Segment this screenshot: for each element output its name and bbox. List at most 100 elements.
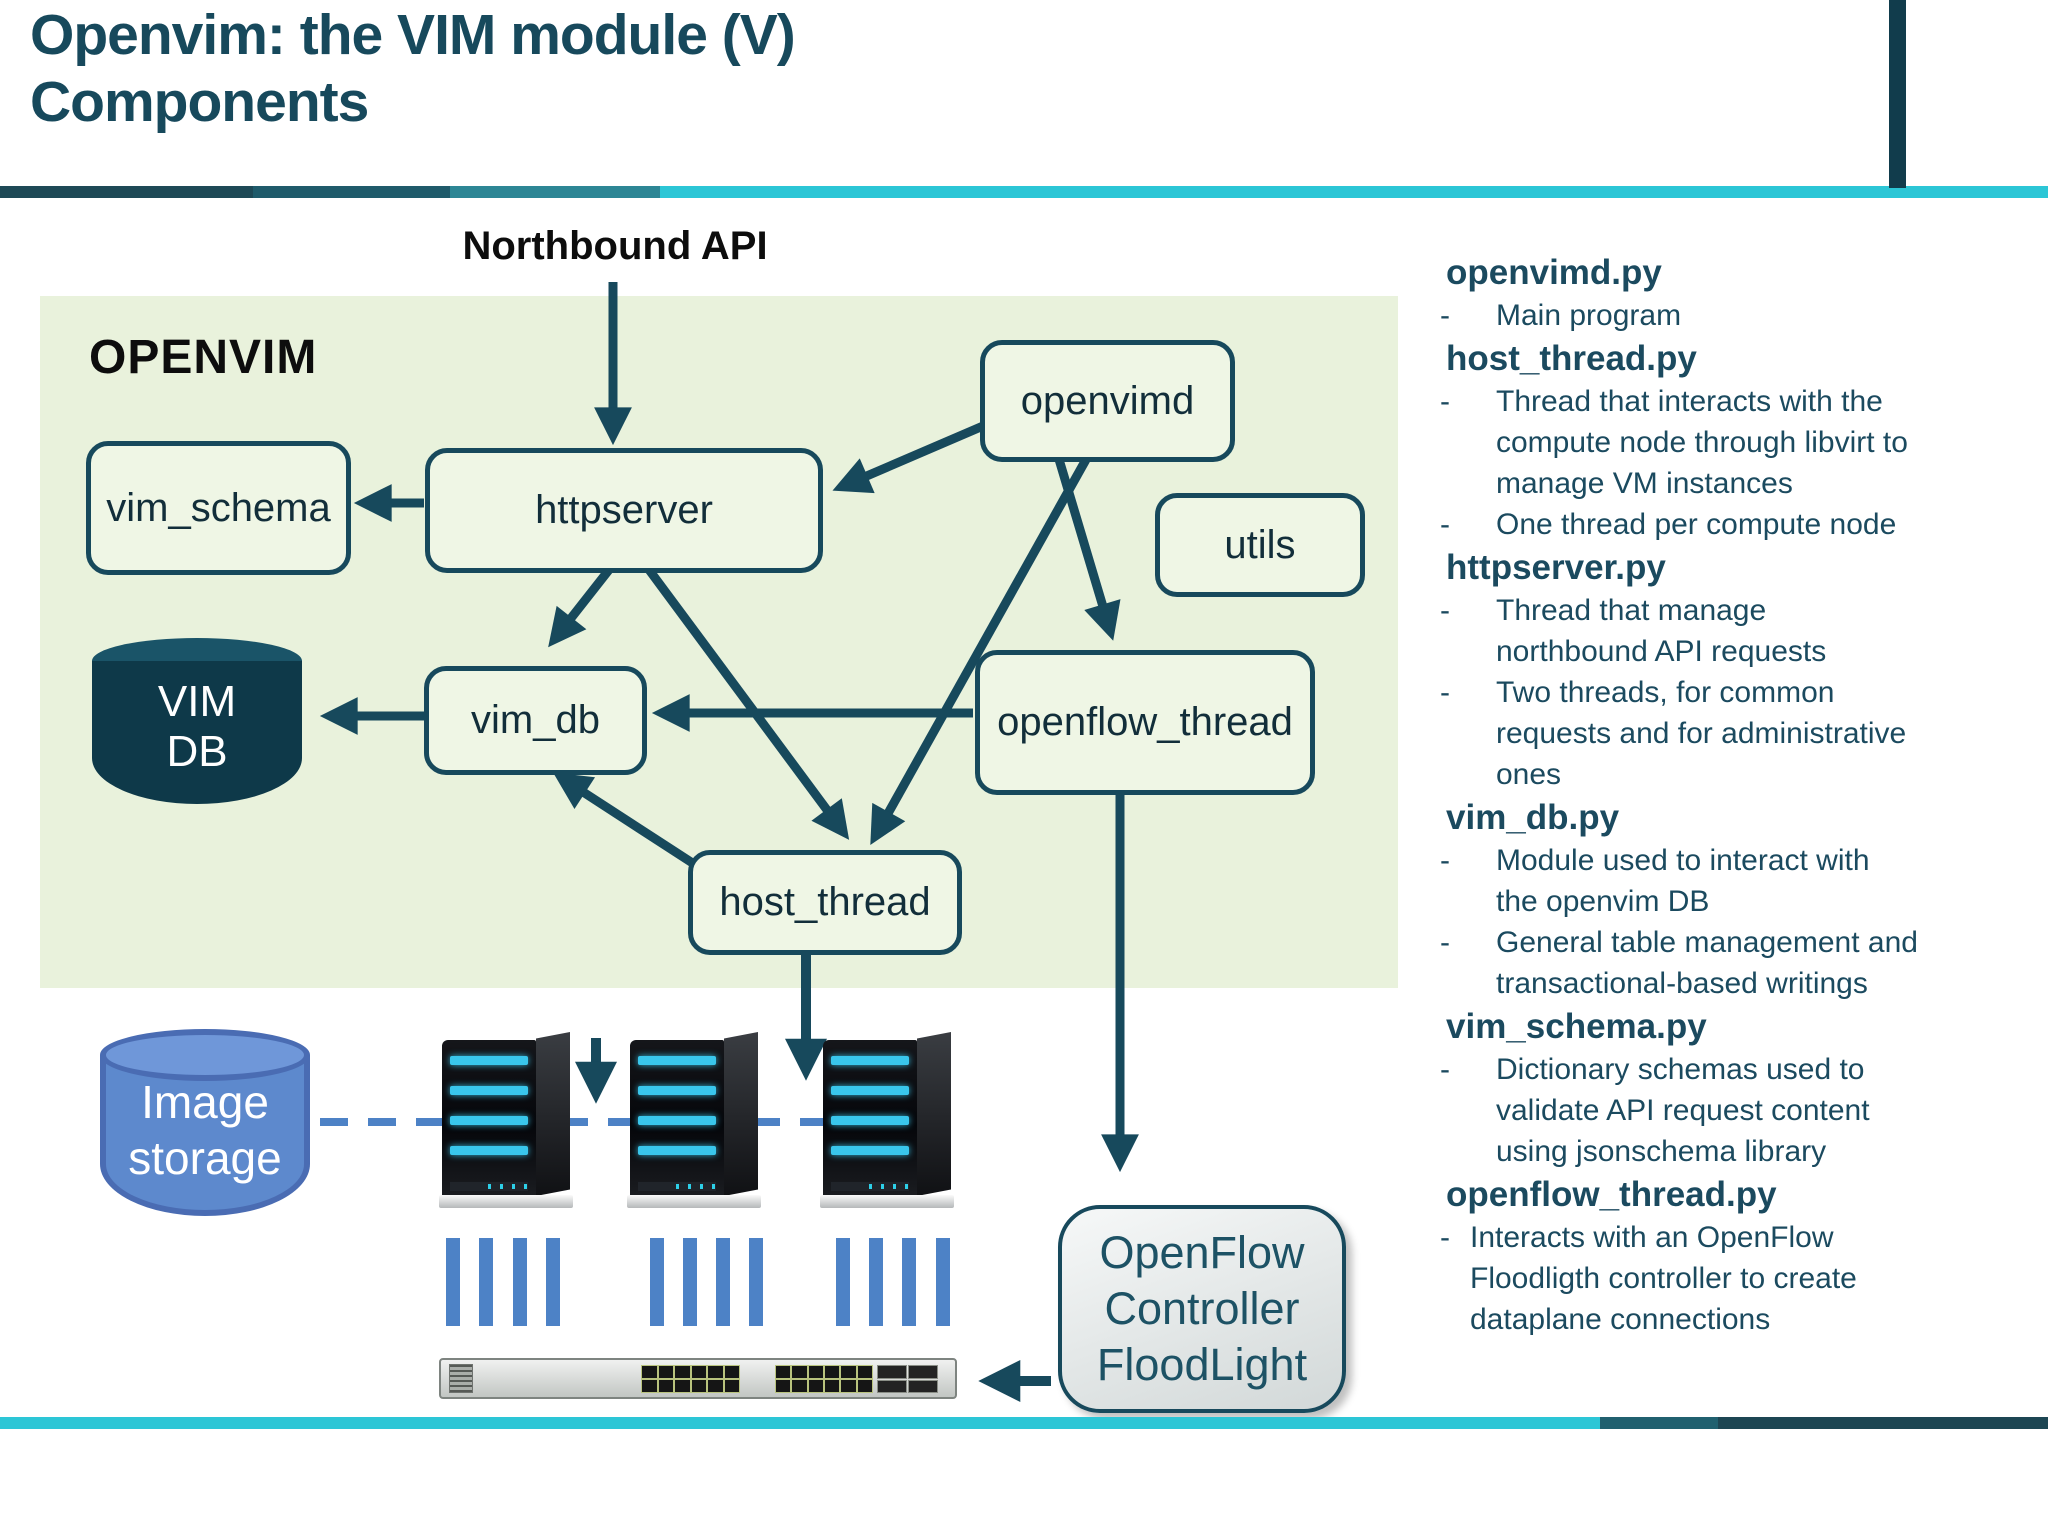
bullet-text: ones [1496,758,1562,791]
bullet-continuation-line: using jsonschema library [1440,1131,2025,1172]
bullet-text: manage VM instances [1496,467,1793,500]
bullet-text: compute node through libvirt to [1496,426,1908,459]
bullet-continuation-line: manage VM instances [1440,463,2025,504]
bullet-text: transactional-based writings [1496,967,1868,1000]
node-openvimd: openvimd [980,340,1235,462]
section-heading: openflow_thread.py [1446,1175,1777,1214]
cylinder-body [92,661,302,804]
label-line: storage [128,1131,282,1184]
openvim-region-label: OPENVIM [89,331,318,384]
openflow-switch-icon [439,1358,957,1399]
switch-vent-panel [449,1364,473,1393]
bullet-text: Interacts with an OpenFlow [1470,1221,1834,1254]
bullet-dash: - [1440,594,1450,627]
vm-link-bar [513,1238,527,1326]
bullet-line: -Interacts with an OpenFlow [1440,1217,2025,1258]
arrow-openvimd-to-hostthread [870,453,1092,846]
bullet-line: -Thread that interacts with the [1440,381,2025,422]
bullet-line: - One thread per compute node [1440,504,2025,545]
node-label: openflow_thread [997,700,1293,744]
bullet-text: One thread per compute node [1496,508,1897,541]
bullet-text: General table management and [1496,926,1918,959]
bullet-dash [1440,1258,1470,1299]
section-heading: httpserver.py [1446,548,1666,587]
bullet-line: -Module used to interact with [1440,840,2025,881]
bullet-text: dataplane connections [1470,1303,1771,1336]
switch-sfp-ports [877,1365,938,1393]
arrow-httpserver-to-vimdb [548,563,616,648]
bullet-dash [1440,631,1496,672]
node-label: vim_schema [106,485,331,530]
vim-db-cylinder-icon: VIM DB [92,638,302,804]
cylinder-cap [100,1029,310,1081]
bullet-text: Dictionary schemas used to [1496,1053,1865,1086]
cylinder-body [100,1055,310,1216]
arrow-hostthread-to-vimdb [553,772,697,868]
vim-db-cylinder-label: VIM DB [92,638,302,804]
bullet-text: Thread that manage [1496,594,1767,627]
label-line: DB [166,727,228,776]
vm-link-bar [902,1238,916,1326]
compute-node-server-icon [439,1030,573,1208]
title-line-1: Openvim: the VIM module (V) [30,3,796,67]
bullet-text: Module used to interact with [1496,844,1870,877]
controller-label-line: FloodLight [1096,1339,1308,1390]
bullet-text: Floodligth controller to create [1470,1262,1857,1295]
bullet-dash: - [1440,1221,1450,1254]
vm-link-bar [546,1238,560,1326]
bullet-line: - Thread that manage [1440,590,2025,631]
node-vim-db: vim_db [424,666,647,775]
bullet-dash [1440,713,1496,754]
bottom-accent-bar-segment [0,1417,1600,1429]
bullet-continuation-line: ones [1440,754,2025,795]
switch-port-block [774,1365,874,1393]
bullet-text: Two threads, for common [1496,676,1835,709]
vm-link-bar [716,1238,730,1326]
node-httpserver: httpserver [425,448,823,573]
bullet-dash [1440,422,1496,463]
bullet-dash [1440,1131,1496,1172]
arrow-openvimd-to-httpserver [832,418,992,494]
bullet-continuation-line: dataplane connections [1440,1299,2025,1340]
vm-link-bar [869,1238,883,1326]
image-storage-label: Image storage [100,1029,310,1216]
bullet-continuation-line: validate API request content [1440,1090,2025,1131]
node-host-thread: host_thread [688,850,962,955]
section-heading: openvimd.py [1446,253,1662,292]
bullet-continuation-line: compute node through libvirt to [1440,422,2025,463]
bullet-text: the openvim DB [1496,885,1710,918]
bullet-dash [1440,881,1496,922]
node-label: openvimd [1020,378,1195,423]
bullet-line: -General table management and [1440,922,2025,963]
bullet-text: using jsonschema library [1496,1135,1827,1168]
bullet-dash: - [1440,299,1450,332]
bullet-dash: - [1440,676,1450,709]
bullet-continuation-line: northbound API requests [1440,631,2025,672]
section-heading: vim_db.py [1446,798,1620,837]
node-label: httpserver [535,488,713,532]
vm-link-bar [936,1238,950,1326]
bullet-dash: - [1440,508,1450,541]
top-accent-bar-segment [253,186,450,198]
bullet-text: validate API request content [1496,1094,1870,1127]
switch-port-block [641,1365,740,1393]
bullet-continuation-line: transactional-based writings [1440,963,2025,1004]
bottom-accent-bar-segment [1600,1417,1718,1429]
compute-node-server-icon [627,1030,761,1208]
controller-label-line: Controller [1104,1283,1300,1334]
vm-link-bar [479,1238,493,1326]
vm-link-bar [650,1238,664,1326]
label-line: Image [141,1075,269,1128]
arrow-openvimd-to-openflowthread [1053,454,1121,641]
label-line: VIM [157,677,237,726]
bullet-continuation-line: Floodligth controller to create [1440,1258,2025,1299]
vm-link-bar [836,1238,850,1326]
bullet-text: requests and for administrative [1496,717,1907,750]
bullet-line: -Dictionary schemas used to [1440,1049,2025,1090]
node-label: vim_db [471,698,600,742]
node-openflow-thread: openflow_thread [975,650,1315,795]
image-storage-cylinder-icon: Image storage [100,1029,310,1216]
corner-accent-stripe [1889,0,1906,188]
bullet-text: northbound API requests [1496,635,1827,668]
